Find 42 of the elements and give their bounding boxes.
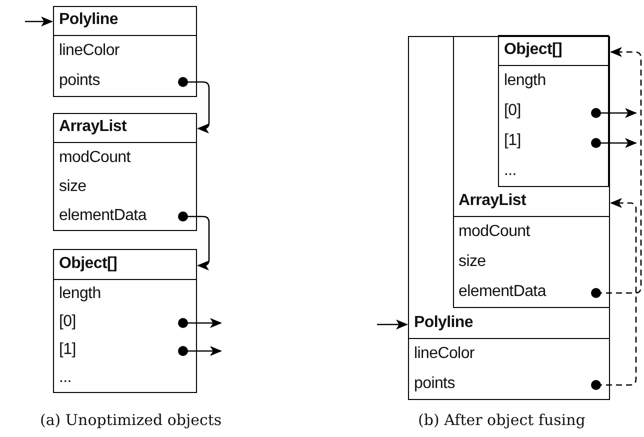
class-name: ArrayList — [59, 118, 127, 136]
field-name: elementData — [458, 282, 546, 300]
field-name: size — [59, 178, 86, 196]
field-name: lineColor — [414, 345, 474, 363]
object-box — [452, 36, 610, 308]
field-name: points — [59, 72, 100, 90]
field-name: elementData — [59, 206, 146, 224]
object-box — [53, 6, 197, 97]
class-name: Polyline — [414, 314, 473, 332]
entry-arrow — [25, 16, 53, 26]
class-name: Object[] — [504, 40, 562, 58]
field-name: [1] — [59, 341, 76, 359]
reference-arrow — [591, 198, 637, 390]
reference-arrow — [178, 346, 222, 356]
class-name: ArrayList — [458, 192, 526, 210]
field-name: ... — [59, 369, 72, 387]
reference-arrow — [178, 318, 222, 328]
field-name: modCount — [59, 148, 130, 166]
class-name: Polyline — [59, 11, 118, 29]
entry-arrow — [377, 320, 408, 330]
object-box — [408, 36, 610, 400]
field-name: modCount — [458, 222, 530, 240]
object-box — [53, 113, 197, 231]
caption: (a) Unoptimized objects — [40, 411, 222, 429]
field-name: size — [458, 252, 486, 270]
field-name: length — [59, 285, 101, 303]
field-name: [1] — [504, 132, 521, 150]
reference-arrow — [178, 77, 210, 134]
reference-arrow — [591, 108, 637, 118]
field-name: points — [414, 375, 455, 393]
object-box — [53, 249, 197, 393]
field-name: ... — [504, 162, 516, 180]
reference-arrow — [178, 212, 210, 270]
object-box — [498, 35, 609, 187]
field-name: [0] — [59, 313, 76, 331]
class-name: Object[] — [59, 255, 118, 273]
caption: (b) After object fusing — [418, 411, 586, 429]
field-name: lineColor — [59, 42, 120, 60]
reference-arrow — [591, 138, 637, 148]
field-name: length — [504, 72, 546, 90]
field-name: [0] — [504, 102, 521, 120]
reference-arrow — [591, 47, 642, 298]
